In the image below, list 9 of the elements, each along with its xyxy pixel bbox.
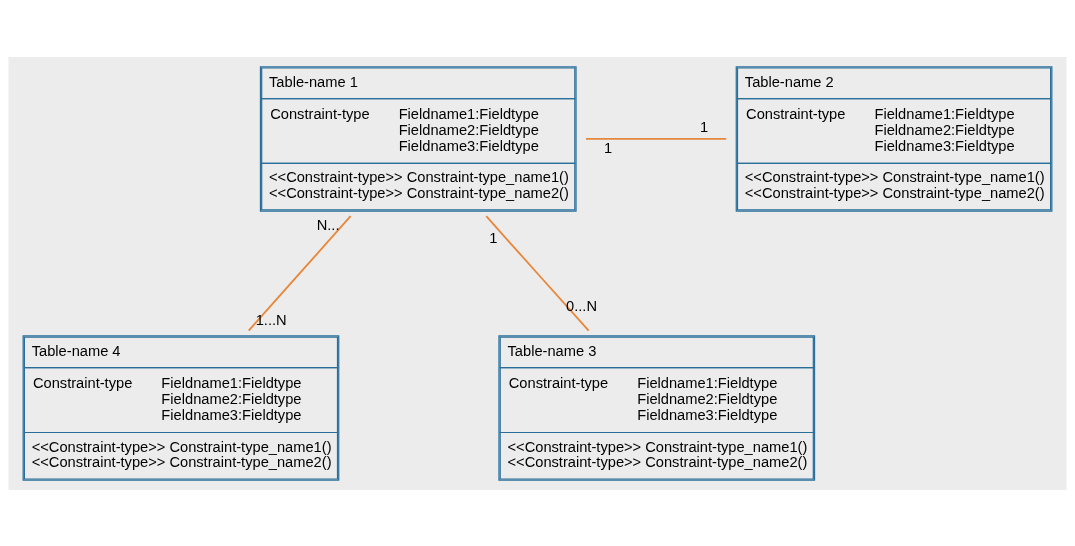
label: 1 bbox=[489, 229, 498, 246]
connector bbox=[247, 214, 352, 332]
label: 0...N bbox=[566, 297, 598, 314]
label: N... bbox=[316, 216, 340, 233]
label: 1...N bbox=[255, 311, 287, 328]
connector bbox=[585, 137, 728, 140]
connector bbox=[485, 214, 590, 332]
label: 1 bbox=[699, 118, 709, 135]
label: 1 bbox=[604, 139, 613, 156]
